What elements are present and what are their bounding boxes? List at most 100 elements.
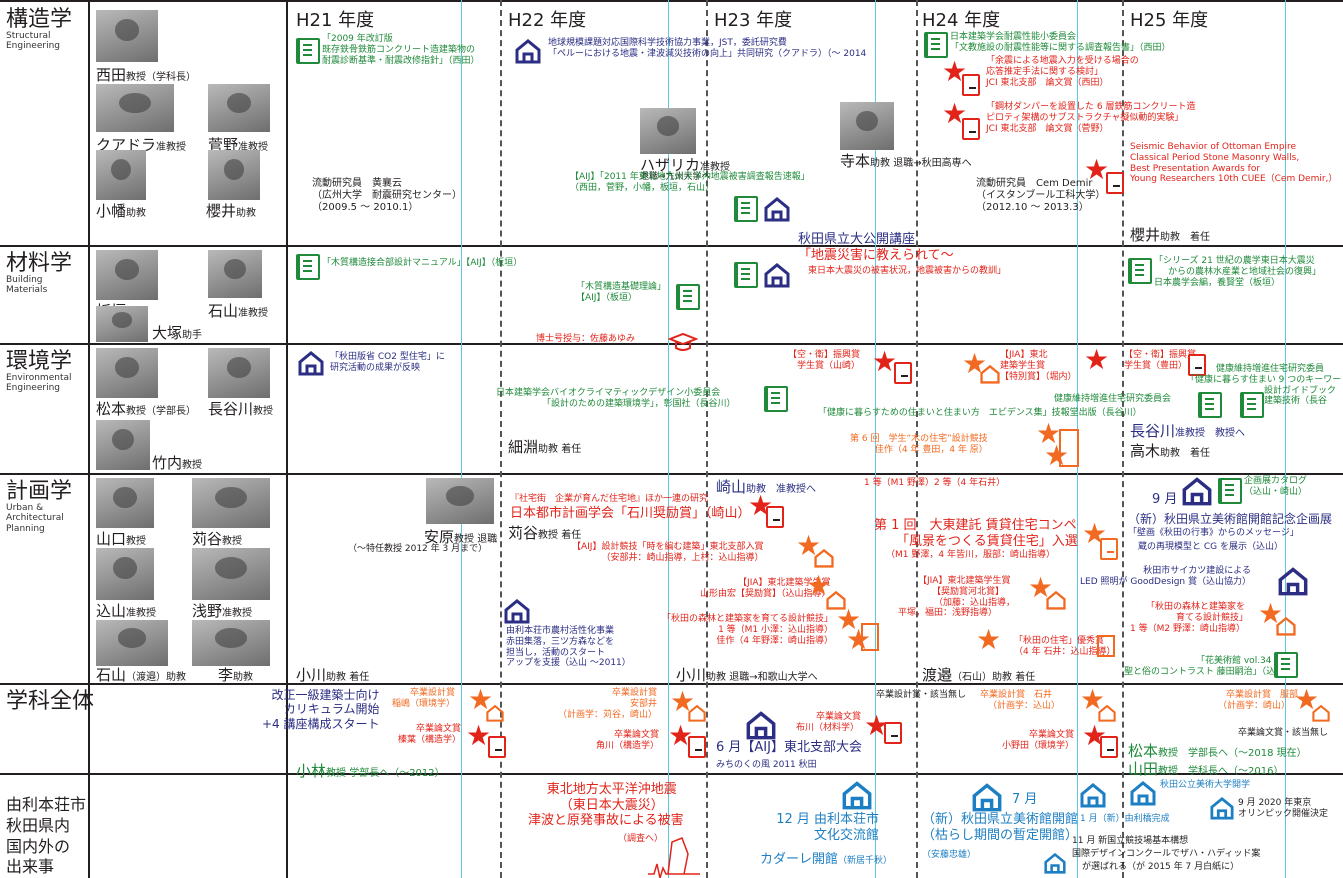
year-divider	[1122, 0, 1124, 878]
house-icon	[1312, 704, 1330, 722]
year-divider	[916, 0, 918, 878]
book-icon	[1128, 258, 1152, 284]
house-icon	[980, 364, 1000, 384]
events-h25-stadium: 11 月 新国立競技場基本構想国際デザインコンクールでザハ・ハディッド案が選ばれ…	[1072, 836, 1261, 872]
events-h24-month: 7 月	[1012, 792, 1038, 807]
events-h23-cadare: 12 月 由利本荘市文化交流館	[776, 812, 880, 843]
house-icon	[861, 623, 879, 651]
category-subtitle: Building Materials	[6, 275, 48, 296]
planning-h23-jia: 【JIA】東北建築学生賞山形由宏【奨励賞】（込山指導）	[700, 578, 831, 599]
environmental-h22-hosobuchi: 細淵助教 着任	[508, 438, 582, 456]
row-divider	[0, 343, 1343, 345]
environmental-h24-book: 「健康に暮らすための住まいと住まい方 エビデンス集」技報堂出版（長谷川）	[818, 408, 1142, 418]
materials-h21-book: 「木質構造接合部設計マニュアル」【AIJ】（板垣）	[322, 258, 523, 268]
department-h23-thesis: 卒業論文賞布川（材料学）	[796, 712, 862, 733]
house-icon	[764, 263, 790, 288]
materials-h23-lecture-sub: 東日本大震災の被害状況，地震被害からの教訓」	[808, 266, 1007, 276]
environmental-h25-award: 【空・衛】振興賞学生賞（豊田）	[1124, 350, 1197, 371]
book-icon	[296, 254, 320, 280]
book-icon	[924, 32, 948, 58]
planning-h25-month: 9 月	[1152, 492, 1178, 507]
events-h22-earthquake: 東北地方太平洋沖地震（東日本大震災）津波と原発事故による被害	[528, 782, 684, 829]
photo-otsuka	[96, 306, 148, 342]
structural-h24-researcher: 流動研究員 Cem Demir（イスタンブール工科大学）（2012.10 〜 2…	[976, 178, 1106, 213]
name-otsuka: 大塚助手	[152, 324, 203, 342]
photo-yamaguchi	[96, 478, 154, 528]
house-icon	[1097, 635, 1115, 657]
award-star-icon: ★	[1036, 417, 1062, 450]
materials-h22-book: 「木質構造基礎理論」【AIJ】（板垣）	[576, 282, 667, 303]
department-h21-design: 卒業設計賞稲嶋（環境学）	[392, 688, 456, 709]
photo-komiyama	[96, 548, 154, 600]
award-star-icon: ★	[1084, 153, 1110, 186]
book-icon	[734, 196, 758, 222]
structural-h24-report: 日本建築学会耐震性能小委員会「文教施設の耐震性能等に関する調査報告書」（西田）	[950, 32, 1171, 53]
environmental-h24-committee: 健康維持増進住宅研究委員会	[1054, 394, 1172, 404]
department-h25-design: 卒業設計賞 服部（計画学：崎山）	[1218, 690, 1299, 711]
planning-h23-ogawa: 小川助教 退職→和歌山大学へ	[676, 666, 818, 684]
name-yamaguchi: 山口教授	[96, 530, 147, 548]
photo-sugano	[208, 84, 270, 132]
department-h24-thesis: 卒業論文賞小野田（環境学）	[1002, 730, 1075, 751]
house-icon	[826, 590, 846, 610]
materials-h23-lecture-title: 「地震災害に教えられて〜	[798, 248, 954, 263]
document-icon	[766, 506, 784, 528]
department-h25-yamada: 山田教授 学科長へ（〜2016）	[1128, 760, 1284, 778]
house-icon	[1276, 616, 1296, 636]
category-title: 計画学	[6, 479, 73, 504]
row-divider	[0, 245, 1343, 247]
photo-asano	[192, 548, 270, 600]
planning-h22-award: 日本都市計画学会「石川奨励賞」（崎山）	[510, 506, 751, 521]
name-kohata: 小幡助教	[96, 202, 147, 220]
document-icon	[962, 118, 980, 140]
photo-ishiyama	[208, 250, 262, 298]
planning-h25-exhibit: （新）秋田県立美術館開館記念企画展	[1128, 512, 1333, 526]
environmental-h25-committee: 健康維持増進住宅研究委員「健康に暮らす住まい 9 つのキーワー設計ガイドブック建…	[1186, 364, 1342, 407]
name-nishida: 西田教授（学科長）	[96, 66, 197, 84]
year-header-h22: H22 年度	[508, 10, 587, 31]
book-icon	[764, 386, 788, 412]
planning-h23-forest: 「秋田の森林と建築家を育てる設計競技」1 等（M1 小澤：込山指導）佳作（4 年…	[662, 614, 834, 646]
house-icon	[1080, 783, 1106, 808]
materials-h23-lecture: 秋田県立大公開講座	[798, 232, 916, 247]
name-sakurai: 櫻井助教	[206, 202, 257, 220]
year-header-h21: H21 年度	[296, 10, 375, 31]
planning-h24-watanabe: 渡邉（石山）助教 着任	[922, 666, 1036, 684]
planning-h21-yasuhara: 安原教授 退職	[424, 528, 498, 546]
planning-h24-akita: 「秋田の住宅」優秀賞（4 年 石井：込山指導）	[1014, 636, 1116, 657]
name-quadra: クアドラ准教授	[96, 136, 187, 154]
guide-line	[1285, 0, 1286, 878]
guide-line	[461, 0, 462, 878]
department-h23-meeting-sub: みちのくの風 2011 秋田	[716, 760, 817, 770]
planning-h21-yasuhara-note: （〜特任教授 2012 年 3 月まで）	[348, 544, 488, 554]
photo-sakurai	[208, 150, 260, 200]
category-title: 構造学	[6, 7, 73, 32]
events-h25-university: 秋田公立美術大学開学	[1160, 780, 1251, 790]
house-icon	[1098, 704, 1116, 722]
events-h25-olympics: 9 月 2020 年東京オリンピック開催決定	[1238, 798, 1329, 819]
photo-yasuhara	[426, 478, 494, 524]
year-header-h24: H24 年度	[922, 10, 1001, 31]
category-title: 環境学	[6, 349, 73, 374]
document-icon	[1106, 172, 1124, 194]
document-icon	[688, 736, 706, 758]
department-h25-none: 卒業論文賞・該当無し	[1238, 728, 1329, 738]
house-icon	[515, 39, 541, 64]
category-title: 学科全体	[6, 689, 95, 714]
events-h24-museum: （新）秋田県立美術館開館（枯らし期間の暫定開館）	[922, 812, 1079, 843]
category-subtitle: Environmental Engineering	[6, 373, 72, 394]
row-divider	[0, 473, 1343, 475]
award-star-icon: ★	[806, 569, 832, 602]
house-icon	[842, 781, 872, 810]
department-h25-matsumoto: 松本教授 学部長へ（〜2018 現在）	[1128, 742, 1307, 760]
photo-nishida	[96, 10, 158, 62]
name-sugano: 菅野准教授	[208, 136, 269, 154]
environmental-h23-award: 【空・衛】振興賞学生賞（山崎）	[788, 350, 861, 371]
planning-h24-daito: 第 1 回 大東建託 賃貸住宅コンペ「風景をつくる賃貸住宅」入選	[874, 518, 1078, 549]
award-star-icon: ★	[872, 345, 898, 378]
planning-h23-result: 1 等（M1 野澤）2 等（4 年石井）	[864, 478, 1006, 488]
guide-line	[875, 0, 876, 878]
name-ri: 李助教	[218, 666, 254, 684]
